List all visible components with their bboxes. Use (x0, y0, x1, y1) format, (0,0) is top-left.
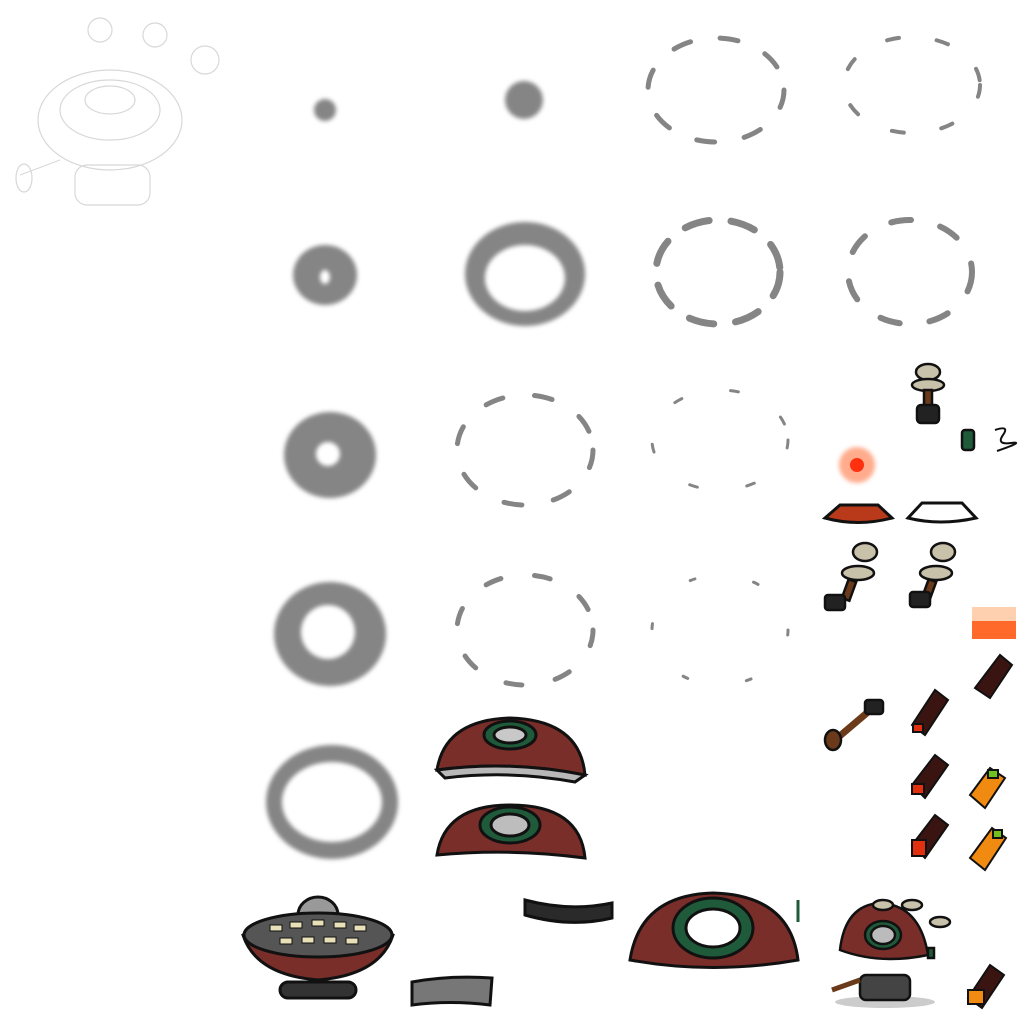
smoke-ring-2 (266, 745, 399, 860)
heat-meter-sprites (910, 653, 1014, 1010)
smoke-dash-ring (845, 217, 975, 327)
insulator-sprite (910, 362, 1018, 452)
dome-open-sprite (433, 716, 589, 784)
smoke-puff-3 (293, 245, 358, 305)
smoke-dash-ring (650, 388, 790, 492)
smoke-dash-ring (645, 35, 787, 145)
strip-sprite (410, 898, 800, 1007)
smoke-puff-5 (274, 582, 387, 686)
smoke-dash-ring (842, 35, 982, 135)
dome-closed-sprite (435, 803, 587, 860)
smoke-dash-ring (454, 572, 596, 688)
smoke-dash-ring (652, 216, 784, 328)
machine-outline-sprite (15, 17, 220, 206)
large-dome-sprite (628, 891, 800, 969)
base-grill-sprite (241, 895, 395, 1000)
full-machine-sprite (831, 898, 952, 1008)
heat-meter-frame (973, 653, 1014, 700)
smoke-dash-ring (454, 392, 596, 508)
smoke-dissipate-frames (454, 35, 982, 688)
smoke-puff-2 (505, 81, 543, 119)
grill-piece-sprites (821, 501, 979, 524)
smoke-puff-4 (284, 412, 377, 498)
smoke-frames (266, 81, 586, 860)
tilted-insulator-sprites (823, 541, 957, 752)
smoke-puff-1 (314, 99, 336, 121)
glow-sprite (839, 447, 1016, 639)
smoke-ring-1 (465, 222, 586, 326)
smoke-dash-ring (650, 573, 790, 687)
